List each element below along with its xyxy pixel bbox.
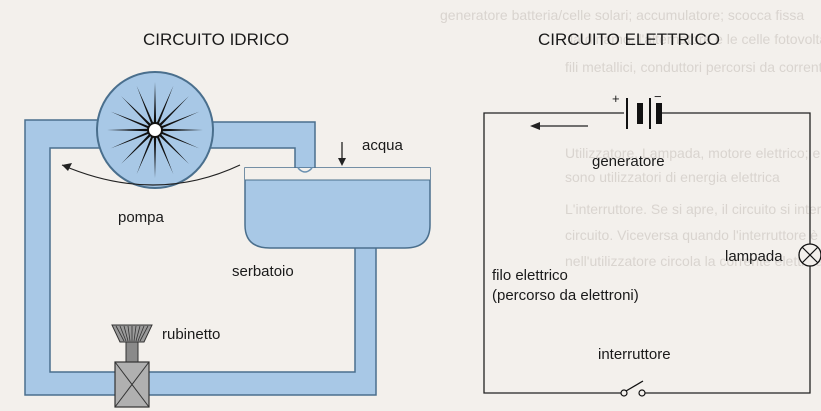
tap-icon <box>111 324 153 408</box>
background-line: fili metallici, conduttori percorsi da c… <box>565 59 821 75</box>
water-fall <box>297 167 313 173</box>
water-label: acqua <box>362 137 404 154</box>
background-line: circuito. Viceversa quando l'interruttor… <box>565 227 821 243</box>
tap-grip-ridge <box>127 325 131 342</box>
battery-icon <box>626 98 662 129</box>
tap-grip-ridge <box>139 325 149 342</box>
background-line: la dinamo, l'alternatore e le celle foto… <box>570 31 821 47</box>
wire-label-line2: (percorso da elettroni) <box>492 287 639 304</box>
electric-circuit: CIRCUITO ELETTRICO + − generatore lampad… <box>483 30 821 397</box>
battery-plus-sign: + <box>612 91 620 106</box>
battery-minus-sign: − <box>654 89 662 104</box>
lamp-label: lampada <box>725 248 783 265</box>
tap-grip <box>115 325 149 342</box>
pump-hub <box>147 122 163 138</box>
circuit-wire <box>483 112 811 394</box>
tap-grip-ridge <box>123 325 129 342</box>
generator-label: generatore <box>592 153 665 170</box>
tap-grip-ridge <box>115 325 125 342</box>
pump-label: pompa <box>118 209 165 226</box>
electric-title: CIRCUITO ELETTRICO <box>538 30 720 49</box>
background-line: L'interruttore. Se si apre, il circuito … <box>565 201 821 217</box>
background-line: nell'utilizzatore circola la corrente el… <box>565 253 821 269</box>
tap-grip-ridge <box>135 325 141 342</box>
tap-grip-ridge <box>137 325 145 342</box>
background-line: sono utilizzatori di energia elettrica <box>565 169 780 185</box>
wire-label-line1: filo elettrico <box>492 267 568 284</box>
pump-rotation-arc <box>61 164 241 186</box>
tank-label: serbatoio <box>232 263 294 280</box>
water-arrow-head <box>338 158 346 166</box>
tap-grip-ridge <box>119 325 127 342</box>
background-line: generatore batteria/celle solari; accumu… <box>440 7 804 23</box>
tank-air-gap <box>245 168 430 180</box>
lamp-icon <box>798 243 821 267</box>
switch-label: interruttore <box>598 346 671 363</box>
switch-icon <box>620 380 646 397</box>
tap-label: rubinetto <box>162 326 220 343</box>
hydraulic-title: CIRCUITO IDRICO <box>143 30 289 49</box>
background-text: generatore batteria/celle solari; accumu… <box>440 7 821 269</box>
tank <box>244 167 431 249</box>
background-line: Utilizzatore. Lampada, motore elettrico;… <box>565 145 821 161</box>
pump-outlet-pipe <box>199 121 316 176</box>
tap-grip-ridge <box>133 325 137 342</box>
current-arrow-head <box>530 122 540 130</box>
hydraulic-circuit: CIRCUITO IDRICO acqua pompa serbatoio <box>24 30 431 408</box>
pump-rotation-arrowhead <box>62 163 72 171</box>
